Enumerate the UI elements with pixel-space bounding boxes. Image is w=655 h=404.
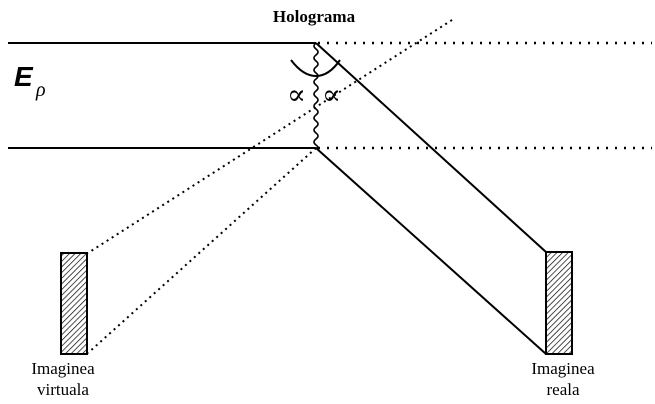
real-ray-upper — [315, 42, 547, 253]
hologram-label: Holograma — [273, 7, 356, 26]
angle-arc — [290, 59, 341, 78]
field-symbol: E — [14, 61, 34, 92]
real-image-label-line1: Imaginea — [531, 359, 595, 378]
real-image-plate — [545, 251, 573, 355]
real-image-label-line2: reala — [546, 380, 579, 399]
virtual-ray-lower — [87, 147, 317, 354]
virtual-image-plate — [60, 252, 88, 355]
virtual-image-label-line2: virtuala — [37, 380, 89, 399]
virtual-image-label-line1: Imaginea — [31, 359, 95, 378]
angle-right-label: ∝ — [322, 80, 341, 111]
hologram-plate — [313, 42, 319, 149]
real-ray-lower — [315, 147, 547, 355]
angle-left-label: ∝ — [287, 80, 306, 111]
field-subscript: ρ — [35, 79, 46, 101]
virtual-ray-upper — [87, 19, 453, 254]
